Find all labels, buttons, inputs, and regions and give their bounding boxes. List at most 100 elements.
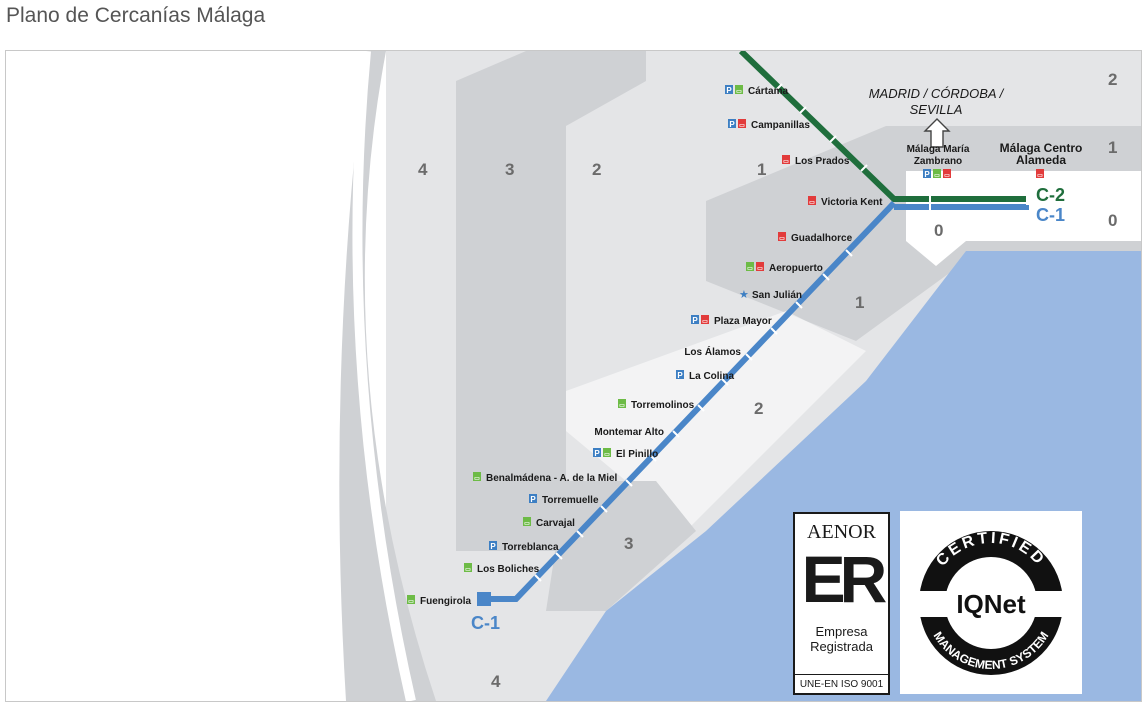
metro-icon-glyph: ▭ bbox=[809, 200, 815, 206]
line-c1-terminus-badge: C-1 bbox=[471, 613, 500, 633]
bus-icon bbox=[407, 595, 415, 604]
parking-icon bbox=[728, 119, 736, 128]
metro-icon-glyph: ▭ bbox=[739, 123, 745, 129]
line-c1-track-east bbox=[894, 204, 1029, 210]
station-label: San Julián bbox=[752, 290, 802, 301]
zone-0-area bbox=[906, 171, 1141, 266]
bus-icon-glyph: ▭ bbox=[474, 476, 480, 482]
zone-3-area bbox=[456, 51, 646, 551]
zone-label-1-south: 1 bbox=[855, 293, 864, 312]
bus-icon-glyph: ▭ bbox=[747, 266, 753, 272]
station-label: Victoria Kent bbox=[821, 197, 883, 208]
zone-label-1: 1 bbox=[757, 160, 766, 179]
bus-icon bbox=[746, 262, 754, 271]
bus-icon-glyph: ▭ bbox=[524, 521, 530, 527]
parking-icon-glyph: P bbox=[726, 86, 732, 95]
destination-line2: SEVILLA bbox=[910, 102, 963, 117]
metro-icon bbox=[756, 262, 764, 271]
bus-icon bbox=[933, 169, 941, 178]
zone-label-0-east: 0 bbox=[1108, 211, 1117, 230]
metro-icon bbox=[738, 119, 746, 128]
station-label: Benalmádena - A. de la Miel bbox=[486, 473, 618, 484]
station-label: Carvajal bbox=[536, 518, 575, 529]
iqnet-brand: IQNet bbox=[956, 589, 1026, 619]
bus-icon bbox=[735, 85, 743, 94]
station-label: Málaga María bbox=[907, 144, 970, 155]
parking-icon-glyph: P bbox=[729, 120, 735, 129]
metro-icon-glyph: ▭ bbox=[783, 159, 789, 165]
aenor-line2: Registrada bbox=[810, 639, 873, 654]
metro-icon-glyph: ▭ bbox=[944, 173, 950, 179]
station-label: Los Álamos bbox=[684, 345, 741, 358]
station-label: La Colina bbox=[689, 371, 734, 382]
parking-icon bbox=[529, 494, 537, 503]
line-c2-badge: C-2 bbox=[1036, 185, 1065, 205]
station-label: Aeropuerto bbox=[769, 263, 823, 274]
parking-icon bbox=[725, 85, 733, 94]
zone-2-light-area bbox=[566, 311, 866, 531]
station-label: Campanillas bbox=[751, 120, 810, 131]
aenor-logo: AENOR ER Empresa Registrada UNE-EN ISO 9… bbox=[793, 512, 890, 695]
station-label: Alameda bbox=[1016, 153, 1066, 167]
metro-icon-glyph: ▭ bbox=[1037, 173, 1043, 179]
metro-icon bbox=[778, 232, 786, 241]
parking-icon-glyph: P bbox=[594, 449, 600, 458]
bus-icon bbox=[464, 563, 472, 572]
station-label: Guadalhorce bbox=[791, 233, 853, 244]
page-title: Plano de Cercanías Málaga bbox=[6, 4, 266, 27]
parking-icon-glyph: P bbox=[530, 495, 536, 504]
zone-label-1-east: 1 bbox=[1108, 138, 1117, 157]
zone-label-2-east: 2 bbox=[1108, 70, 1117, 89]
destination-line1: MADRID / CÓRDOBA / bbox=[869, 86, 1005, 101]
metro-icon bbox=[701, 315, 709, 324]
north-arrow-icon bbox=[923, 118, 951, 148]
line-c1-track bbox=[484, 200, 897, 602]
station-label: Torremuelle bbox=[542, 495, 599, 506]
parking-icon bbox=[923, 169, 931, 178]
bus-icon-glyph: ▭ bbox=[619, 403, 625, 409]
parking-icon bbox=[691, 315, 699, 324]
station-ticks bbox=[534, 83, 931, 582]
aenor-brand: AENOR bbox=[807, 521, 876, 543]
zone-label-2-south: 2 bbox=[754, 399, 763, 418]
parking-icon-glyph: P bbox=[490, 542, 496, 551]
bus-icon bbox=[603, 448, 611, 457]
bus-icon-glyph: ▭ bbox=[465, 567, 471, 573]
metro-icon bbox=[782, 155, 790, 164]
iqnet-logo: CERTIFIED MANAGEMENT SYSTEM IQNet bbox=[900, 511, 1082, 694]
outer-arc bbox=[339, 51, 436, 701]
metro-icon-glyph: ▭ bbox=[702, 319, 708, 325]
metro-icon-glyph: ▭ bbox=[779, 236, 785, 242]
line-c2-track bbox=[738, 51, 1026, 202]
line-c1-badge: C-1 bbox=[1036, 205, 1065, 225]
station-label: Fuengirola bbox=[420, 596, 472, 607]
metro-icon bbox=[1036, 169, 1044, 178]
zone-label-2: 2 bbox=[592, 160, 601, 179]
bus-icon bbox=[618, 399, 626, 408]
zone-label-4: 4 bbox=[418, 160, 428, 179]
zone-label-4-south: 4 bbox=[491, 672, 501, 691]
bus-icon bbox=[523, 517, 531, 526]
station-label: Torreblanca bbox=[502, 542, 559, 553]
zone-label-0: 0 bbox=[934, 221, 943, 240]
iqnet-seal-icon: CERTIFIED MANAGEMENT SYSTEM IQNet bbox=[918, 530, 1064, 675]
bus-icon-glyph: ▭ bbox=[604, 452, 610, 458]
zone-label-3-south: 3 bbox=[624, 534, 633, 553]
bus-icon-glyph: ▭ bbox=[736, 89, 742, 95]
parking-icon bbox=[676, 370, 684, 379]
bus-icon bbox=[473, 472, 481, 481]
parking-icon-glyph: P bbox=[677, 371, 683, 380]
metro-icon bbox=[943, 169, 951, 178]
station-label: Montemar Alto bbox=[594, 427, 664, 438]
zone-label-3: 3 bbox=[505, 160, 514, 179]
terminus-square bbox=[477, 592, 491, 606]
aenor-standard: UNE-EN ISO 9001 bbox=[795, 674, 888, 693]
station-label: Málaga Centro bbox=[1000, 141, 1083, 155]
metro-icon-glyph: ▭ bbox=[757, 266, 763, 272]
station-label: Cártama bbox=[748, 86, 788, 97]
aenor-line1: Empresa bbox=[815, 624, 868, 639]
metro-icon bbox=[808, 196, 816, 205]
bus-icon-glyph: ▭ bbox=[408, 599, 414, 605]
zone-3-light-area bbox=[546, 481, 696, 611]
